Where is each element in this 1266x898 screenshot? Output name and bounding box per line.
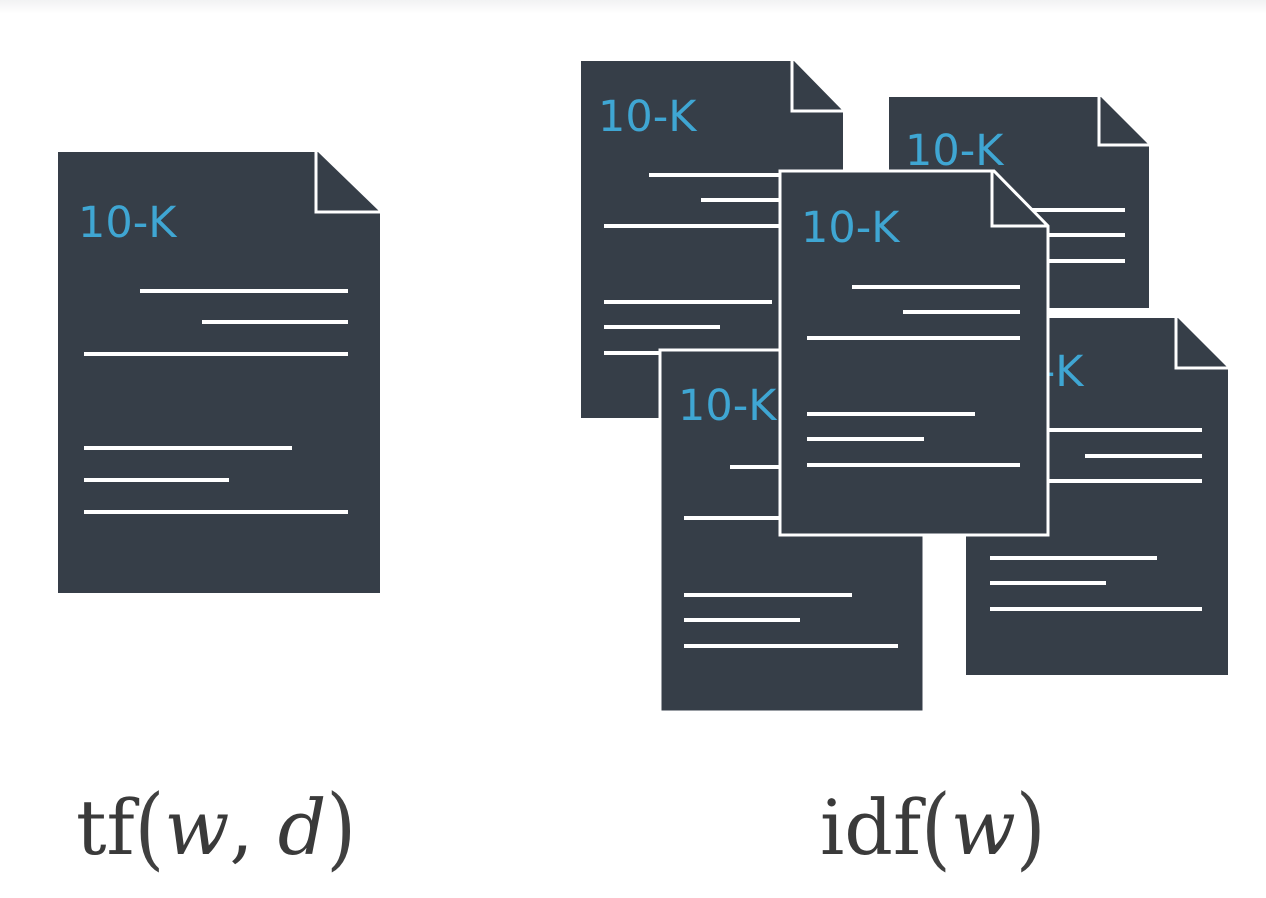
document-label: 10-K (905, 126, 1005, 176)
formula-close-paren: ) (1015, 774, 1046, 880)
formula-open-paren: ( (134, 774, 165, 880)
collection-document-back-left-icon: 10-K (581, 61, 843, 418)
formula-open-paren: ( (921, 774, 951, 880)
document-label: 10-K (678, 381, 778, 431)
single-document-icon: 10-K (58, 152, 380, 593)
formula-function-name: idf (820, 783, 922, 872)
collection-document-front-icon: 10-K (778, 169, 1050, 537)
term-frequency-formula: tf(w, d) (76, 783, 356, 873)
document-label: 10-K (598, 92, 698, 142)
formula-close-paren: ) (326, 774, 357, 880)
formula-function-name: tf (76, 783, 135, 872)
document-collection: 10-K 10-K 10-K (581, 61, 1228, 714)
formula-word-variable: w (950, 783, 1016, 872)
formula-separator: , (229, 783, 278, 872)
formula-word-variable: w (164, 783, 230, 872)
inverse-document-frequency-formula: idf(w) (820, 783, 1045, 873)
formula-document-variable: d (277, 783, 327, 872)
document-label: 10-K (78, 198, 178, 248)
top-strip (0, 0, 1266, 14)
document-label: 10-K (801, 203, 901, 253)
